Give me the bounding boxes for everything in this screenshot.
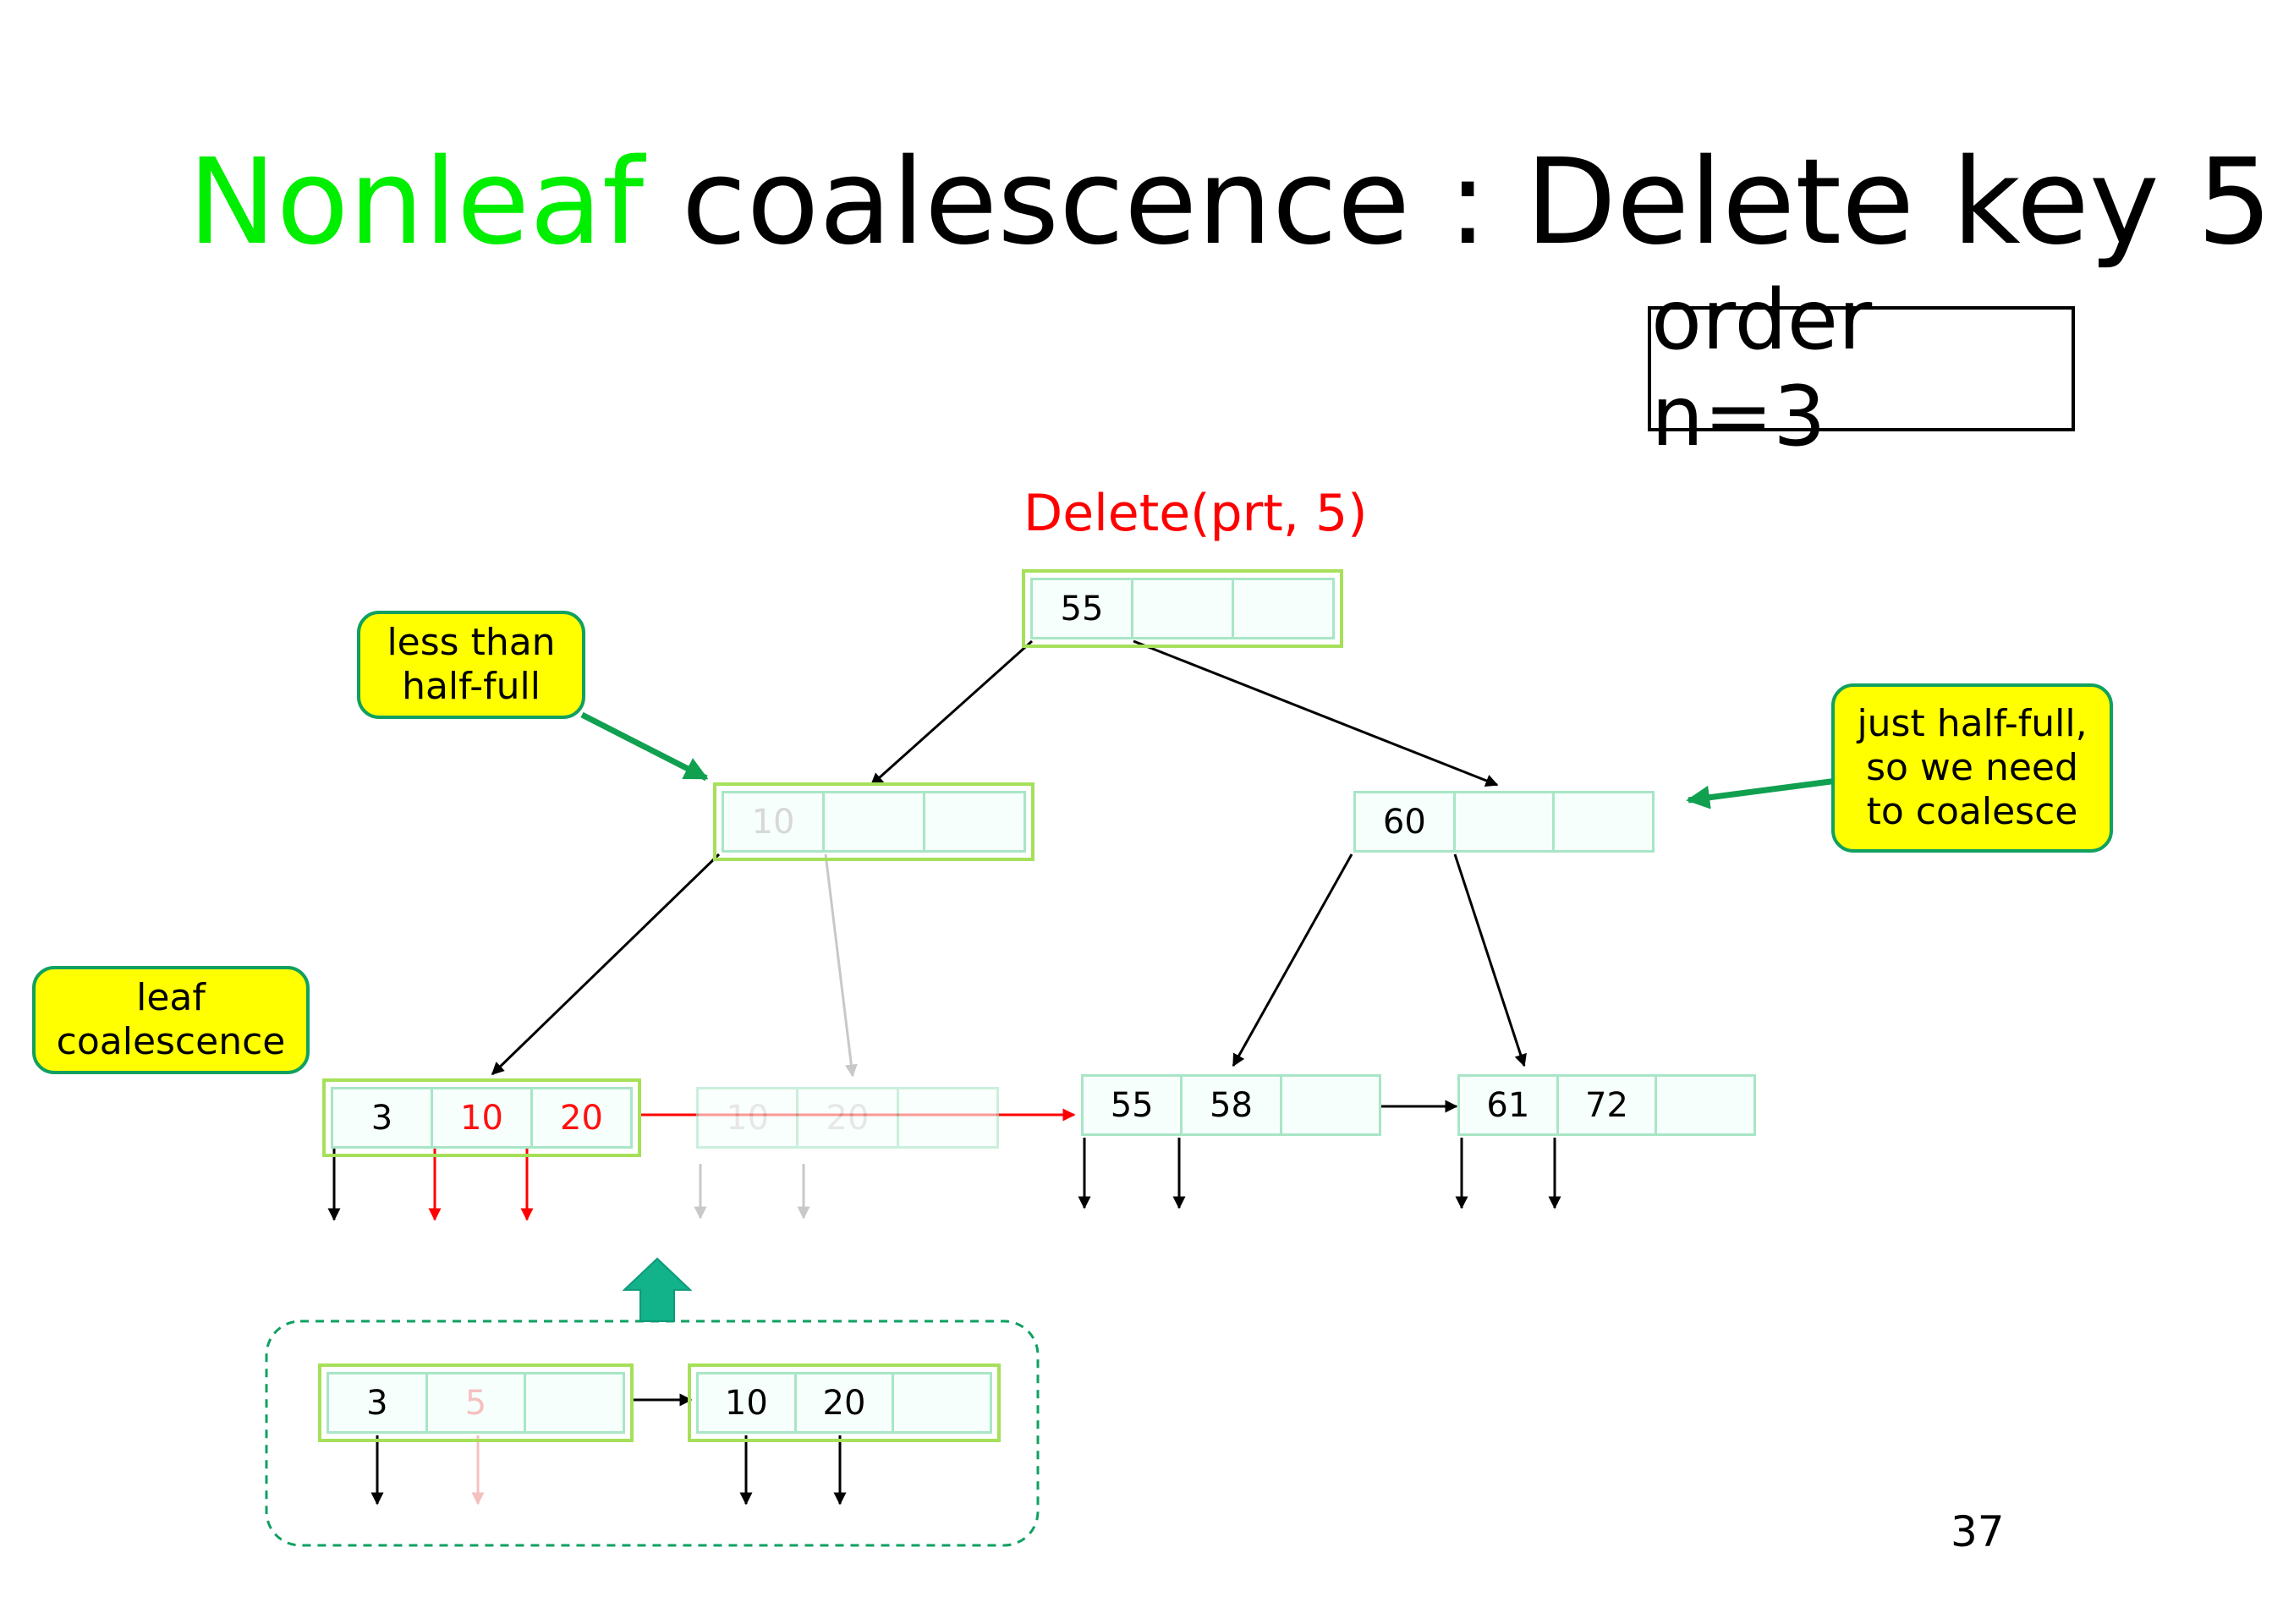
key-cell: 55 [1033,580,1133,637]
key-cell: 10 [724,793,825,850]
edge-inner-left-faded [824,853,858,1078]
inner-node-left: 10 [713,782,1034,861]
page-number: 37 [1951,1507,2005,1556]
edge-inner-right-to-leaf-55 [1232,853,1353,1067]
callout-less-than-half: less than half-full [357,611,585,719]
callout-line: half-full [402,665,541,708]
before-leaf-left: 3 5 [318,1363,634,1442]
key-cell: 10 [433,1089,533,1146]
callout-leaf-coalescence: leaf coalescence [32,966,310,1074]
key-cell [1657,1077,1753,1133]
key-cell [1555,793,1652,850]
before-leaf-right: 10 20 [688,1363,1001,1442]
callout-line: leaf [136,976,206,1019]
key-cell: 20 [798,1089,899,1146]
slide: Nonleaf coalescence : Delete key 5 order… [32,135,2272,1556]
key-cell [899,1089,996,1146]
tree-diagram [265,639,1838,1547]
merge-up-arrow [622,1257,693,1322]
key-cell: 58 [1183,1077,1282,1133]
key-cell: 20 [560,1098,603,1138]
leaf-node-61: 61 72 [1457,1074,1756,1136]
edge-root-to-inner-right [1133,639,1499,787]
key-cell [1234,580,1332,637]
key-cell [1456,793,1556,850]
key-cell [925,793,1023,850]
delete-call-label: Delete(prt, 5) [1023,484,1368,543]
callout-line: less than [387,621,556,664]
key-cell [1133,580,1234,637]
inner-node-right: 60 [1353,791,1655,853]
key-cell: 72 [1559,1077,1658,1133]
edge-inner-right-to-leaf-61 [1453,853,1527,1067]
leaf-node-merged: 3 10 20 [322,1078,641,1157]
slide-title: Nonleaf coalescence : Delete key 5 [188,135,2272,271]
callout-line: to coalesce [1866,790,2078,833]
edge-inner-left-to-leaf-merged [491,853,721,1076]
key-cell: 10 [699,1374,797,1431]
key-cell: 60 [1356,793,1456,850]
key-cell [526,1374,623,1431]
callout-line: coalescence [56,1020,286,1063]
callout-just-half-full: just half-full, so we need to coalesce [1831,683,2113,853]
callout-line: just half-full, [1857,702,2088,745]
key-cell: 55 [1084,1077,1183,1133]
callout-arrow-just-half-full [1686,777,1838,809]
key-cell: 61 [1460,1077,1559,1133]
key-cell: 3 [333,1089,433,1146]
leaf-node-removed: 10 20 [696,1087,999,1149]
key-cell: 3 [329,1374,428,1431]
callout-arrow-less-than-half [580,711,709,782]
key-cell: 10 [699,1089,799,1146]
title-rest: coalescence : Delete key 5 [644,134,2272,272]
key-cell: 20 [797,1374,895,1431]
title-highlight: Nonleaf [188,134,645,272]
key-cell [1282,1077,1379,1133]
order-label: order n=3 [1648,272,2075,465]
edge-root-to-inner-left [870,639,1034,787]
leaf-node-55: 55 58 [1081,1074,1381,1136]
callout-line: so we need [1866,746,2078,789]
key-cell: 5 [428,1374,527,1431]
root-node: 55 [1022,569,1343,648]
key-cell [825,793,925,850]
key-cell [894,1374,990,1431]
